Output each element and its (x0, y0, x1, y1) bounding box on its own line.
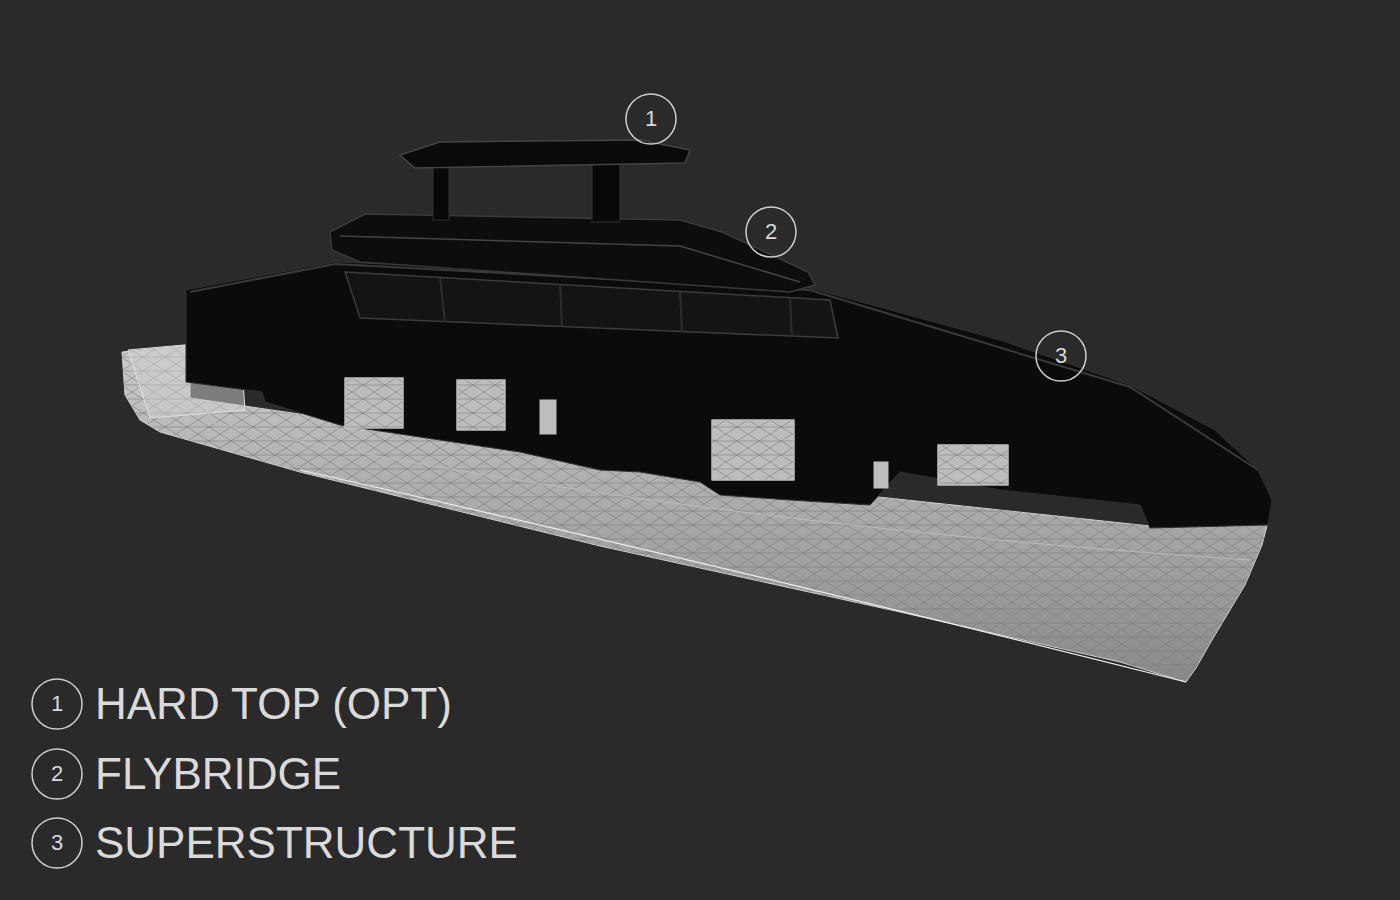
number-badge: 2 (31, 748, 83, 800)
circle-ring (32, 818, 82, 868)
window (874, 462, 888, 488)
circle-ring (746, 207, 796, 257)
window (938, 445, 1008, 485)
part-name: HARD TOP (OPT) (95, 682, 452, 726)
callout-circle: 1 (625, 93, 677, 145)
legend-row: 3 SUPERSTRUCTURE (31, 817, 518, 869)
legend-row: 1 HARD TOP (OPT) (31, 678, 452, 730)
number-badge: 2 (745, 206, 797, 258)
hardtop-pillar (433, 164, 449, 220)
window (938, 445, 1008, 485)
circle-ring (1036, 331, 1086, 381)
number-badge: 3 (31, 817, 83, 869)
number-badge: 3 (1035, 330, 1087, 382)
window (712, 420, 794, 480)
window (457, 380, 505, 430)
window (345, 378, 403, 428)
superstructure (186, 262, 1272, 528)
window (712, 420, 794, 480)
legend-row: 2 FLYBRIDGE (31, 748, 341, 800)
part-name: FLYBRIDGE (95, 752, 341, 796)
hardtop-pillar (592, 164, 620, 222)
window (345, 378, 403, 428)
callout-number: 3 (1055, 345, 1067, 367)
callout-number: 2 (765, 221, 777, 243)
callout-circle: 2 (745, 206, 797, 258)
number-badge: 1 (31, 678, 83, 730)
circle-ring (626, 94, 676, 144)
callout-circle: 3 (1035, 330, 1087, 382)
keel-line (300, 470, 1186, 682)
flybridge-highlight (340, 236, 800, 282)
window (457, 380, 505, 430)
part-name: SUPERSTRUCTURE (95, 821, 518, 865)
flybridge (330, 214, 815, 292)
callout-number: 1 (51, 693, 63, 715)
callout-number: 3 (51, 832, 63, 854)
hull-windows (345, 378, 1008, 488)
number-badge: 1 (625, 93, 677, 145)
circle-ring (32, 749, 82, 799)
callout-number: 1 (645, 108, 657, 130)
circle-ring (32, 679, 82, 729)
callout-number: 2 (51, 763, 63, 785)
window (540, 400, 556, 434)
